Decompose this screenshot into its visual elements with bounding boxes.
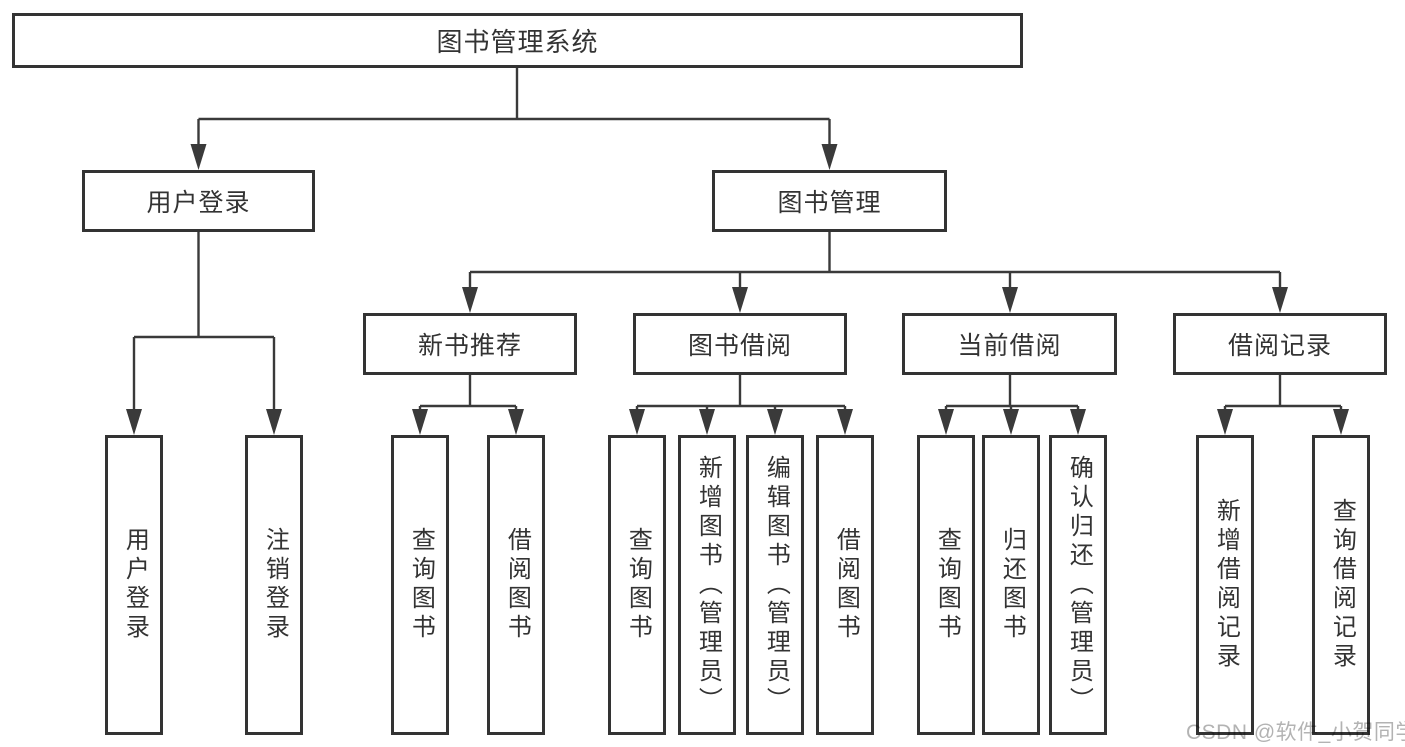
leaf-return-books: 归还图书 [982, 435, 1040, 735]
leaf-query-books-recommend: 查询图书 [391, 435, 449, 735]
node-label: 当前借阅 [957, 332, 1062, 360]
node-user-login: 用户登录 [82, 170, 315, 232]
leaf-edit-book-admin: 编辑图书（管理员） [746, 435, 804, 735]
leaf-logout: 注销登录 [245, 435, 303, 735]
csdn-watermark: CSDN @软件_小贺同学 [1186, 721, 1405, 744]
node-label: 查询图书 [407, 527, 435, 643]
node-label: 归还图书 [998, 527, 1026, 643]
node-label: 编辑图书（管理员） [762, 454, 790, 716]
node-label: 借阅记录 [1227, 332, 1332, 360]
node-label: 查询图书 [624, 527, 652, 643]
node-label: 新增借阅记录 [1212, 498, 1240, 672]
node-book-management: 图书管理 [712, 170, 947, 232]
node-book-borrowing: 图书借阅 [633, 313, 847, 375]
node-new-book-recommend: 新书推荐 [363, 313, 577, 375]
node-label: 新增图书（管理员） [694, 454, 722, 716]
node-label: 用户登录 [121, 527, 149, 643]
node-label: 注销登录 [261, 527, 289, 643]
leaf-query-borrow-record: 查询借阅记录 [1312, 435, 1370, 735]
node-label: 图书借阅 [687, 332, 792, 360]
node-label: 确认归还（管理员） [1065, 454, 1093, 716]
leaf-confirm-return-admin: 确认归还（管理员） [1049, 435, 1107, 735]
arrowhead-icons [126, 144, 1349, 435]
node-label: 用户登录 [146, 189, 251, 217]
node-library-management-system: 图书管理系统 [12, 13, 1023, 68]
node-label: 图书管理系统 [436, 27, 599, 57]
leaf-query-books-borrow: 查询图书 [608, 435, 666, 735]
node-label: 借阅图书 [832, 527, 860, 643]
leaf-query-books-current: 查询图书 [917, 435, 975, 735]
node-current-borrowing: 当前借阅 [902, 313, 1117, 375]
leaf-user-login: 用户登录 [105, 435, 163, 735]
leaf-borrow-books: 借阅图书 [816, 435, 874, 735]
node-label: 查询图书 [933, 527, 961, 643]
node-label: 查询借阅记录 [1328, 498, 1356, 672]
node-label: 新书推荐 [417, 332, 522, 360]
leaf-borrow-books-recommend: 借阅图书 [487, 435, 545, 735]
leaf-add-book-admin: 新增图书（管理员） [678, 435, 736, 735]
node-label: 借阅图书 [503, 527, 531, 643]
leaf-add-borrow-record: 新增借阅记录 [1196, 435, 1254, 735]
node-label: 图书管理 [777, 189, 882, 217]
node-borrowing-records: 借阅记录 [1173, 313, 1387, 375]
